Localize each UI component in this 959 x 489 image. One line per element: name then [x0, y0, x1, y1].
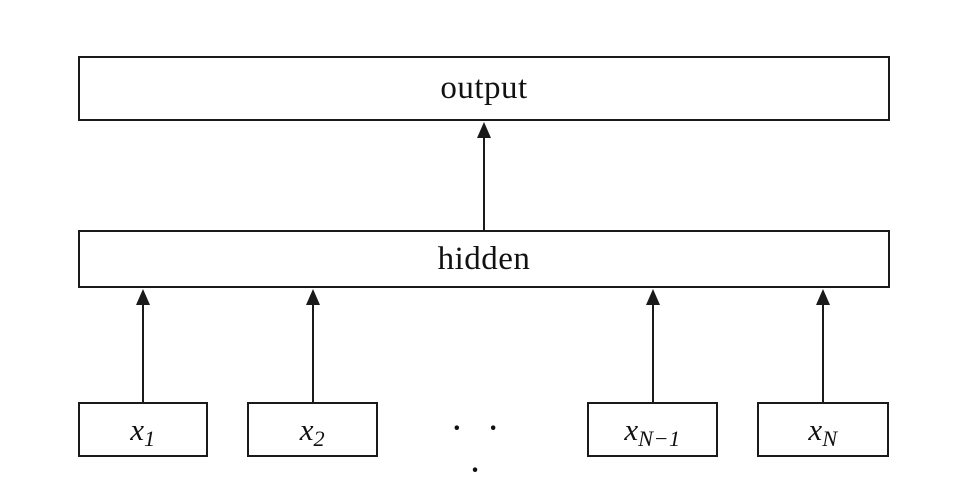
input-label-subscript: N−1 [638, 426, 681, 452]
input-label-base: x [299, 412, 314, 447]
hidden-layer-box: hidden [78, 230, 890, 288]
input-label-xn-1: xN−1 [624, 412, 680, 450]
output-layer-label: output [440, 70, 528, 106]
input-label-x2: x2 [299, 412, 325, 450]
input-box-xn: xN [757, 402, 889, 457]
input-box-x1: x1 [78, 402, 208, 457]
arrow-shaft [142, 305, 144, 402]
arrow-x1-to-hidden [135, 289, 151, 402]
arrow-hidden-to-output [476, 122, 492, 230]
arrowhead-icon [136, 289, 150, 305]
arrow-xn-to-hidden [815, 289, 831, 402]
ellipsis-dots: · · · [452, 413, 508, 486]
input-label-x1: x1 [130, 412, 155, 450]
arrow-shaft [312, 305, 314, 402]
input-label-subscript: 1 [144, 426, 156, 452]
input-label-subscript: N [822, 426, 838, 452]
arrow-shaft [822, 305, 824, 402]
hidden-layer-label: hidden [437, 240, 531, 277]
input-label-base: x [808, 412, 823, 447]
input-box-xn-1: xN−1 [587, 402, 718, 457]
arrowhead-icon [646, 289, 660, 305]
arrow-x2-to-hidden [305, 289, 321, 402]
output-layer-box: output [78, 56, 890, 121]
arrowhead-icon [816, 289, 830, 305]
arrow-shaft [652, 305, 654, 402]
input-label-xn: xN [808, 412, 837, 450]
input-label-base: x [130, 412, 145, 447]
input-label-subscript: 2 [313, 426, 326, 452]
arrowhead-icon [306, 289, 320, 305]
input-label-base: x [624, 412, 639, 447]
arrowhead-icon [477, 122, 491, 138]
input-box-x2: x2 [247, 402, 378, 457]
arrow-shaft [483, 138, 485, 230]
arrow-xn-1-to-hidden [645, 289, 661, 402]
